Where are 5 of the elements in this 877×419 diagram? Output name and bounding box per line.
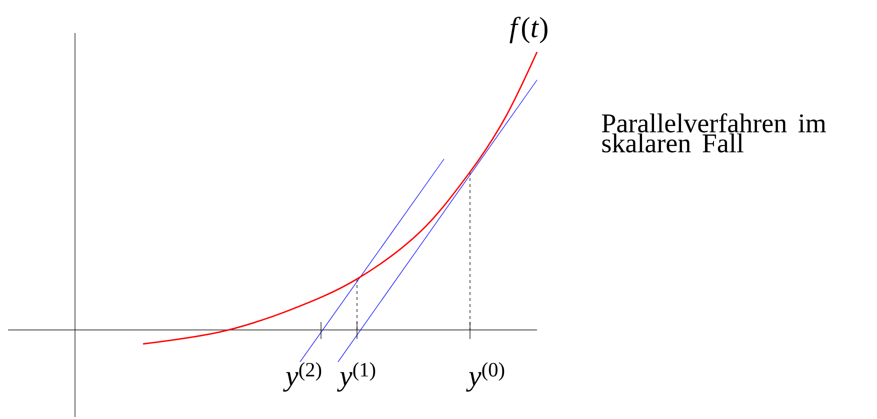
caption-text: Parallelverfahren im skalaren Fall: [602, 113, 826, 152]
axis-label: y$^{(0)}$: [466, 362, 504, 392]
axis-label: y$^{(2)}$: [283, 362, 322, 392]
function-label: f(t): [510, 16, 548, 44]
axis-label: y$^{(1)}$: [337, 362, 376, 392]
